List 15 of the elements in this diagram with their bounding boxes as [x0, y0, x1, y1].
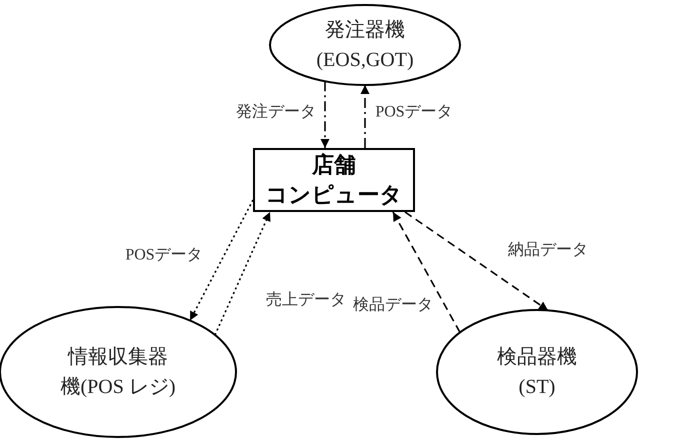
- node-text: 発注器機: [325, 18, 405, 43]
- node-text: (ST): [518, 375, 556, 400]
- node-text: (EOS,GOT): [316, 48, 414, 73]
- arrow: [392, 212, 461, 333]
- process-box: [253, 148, 415, 212]
- node-text: コンピュータ: [266, 181, 402, 209]
- node-text: 情報収集器: [68, 345, 168, 370]
- node-text: 機(POS レジ): [60, 375, 176, 400]
- arrow: [404, 211, 548, 312]
- node-text: 店舗: [312, 151, 356, 180]
- arrow: [214, 212, 271, 336]
- arrow: [189, 200, 254, 321]
- node-text: 検品器機: [497, 345, 577, 370]
- arrow: [360, 85, 370, 148]
- arrow: [320, 81, 330, 148]
